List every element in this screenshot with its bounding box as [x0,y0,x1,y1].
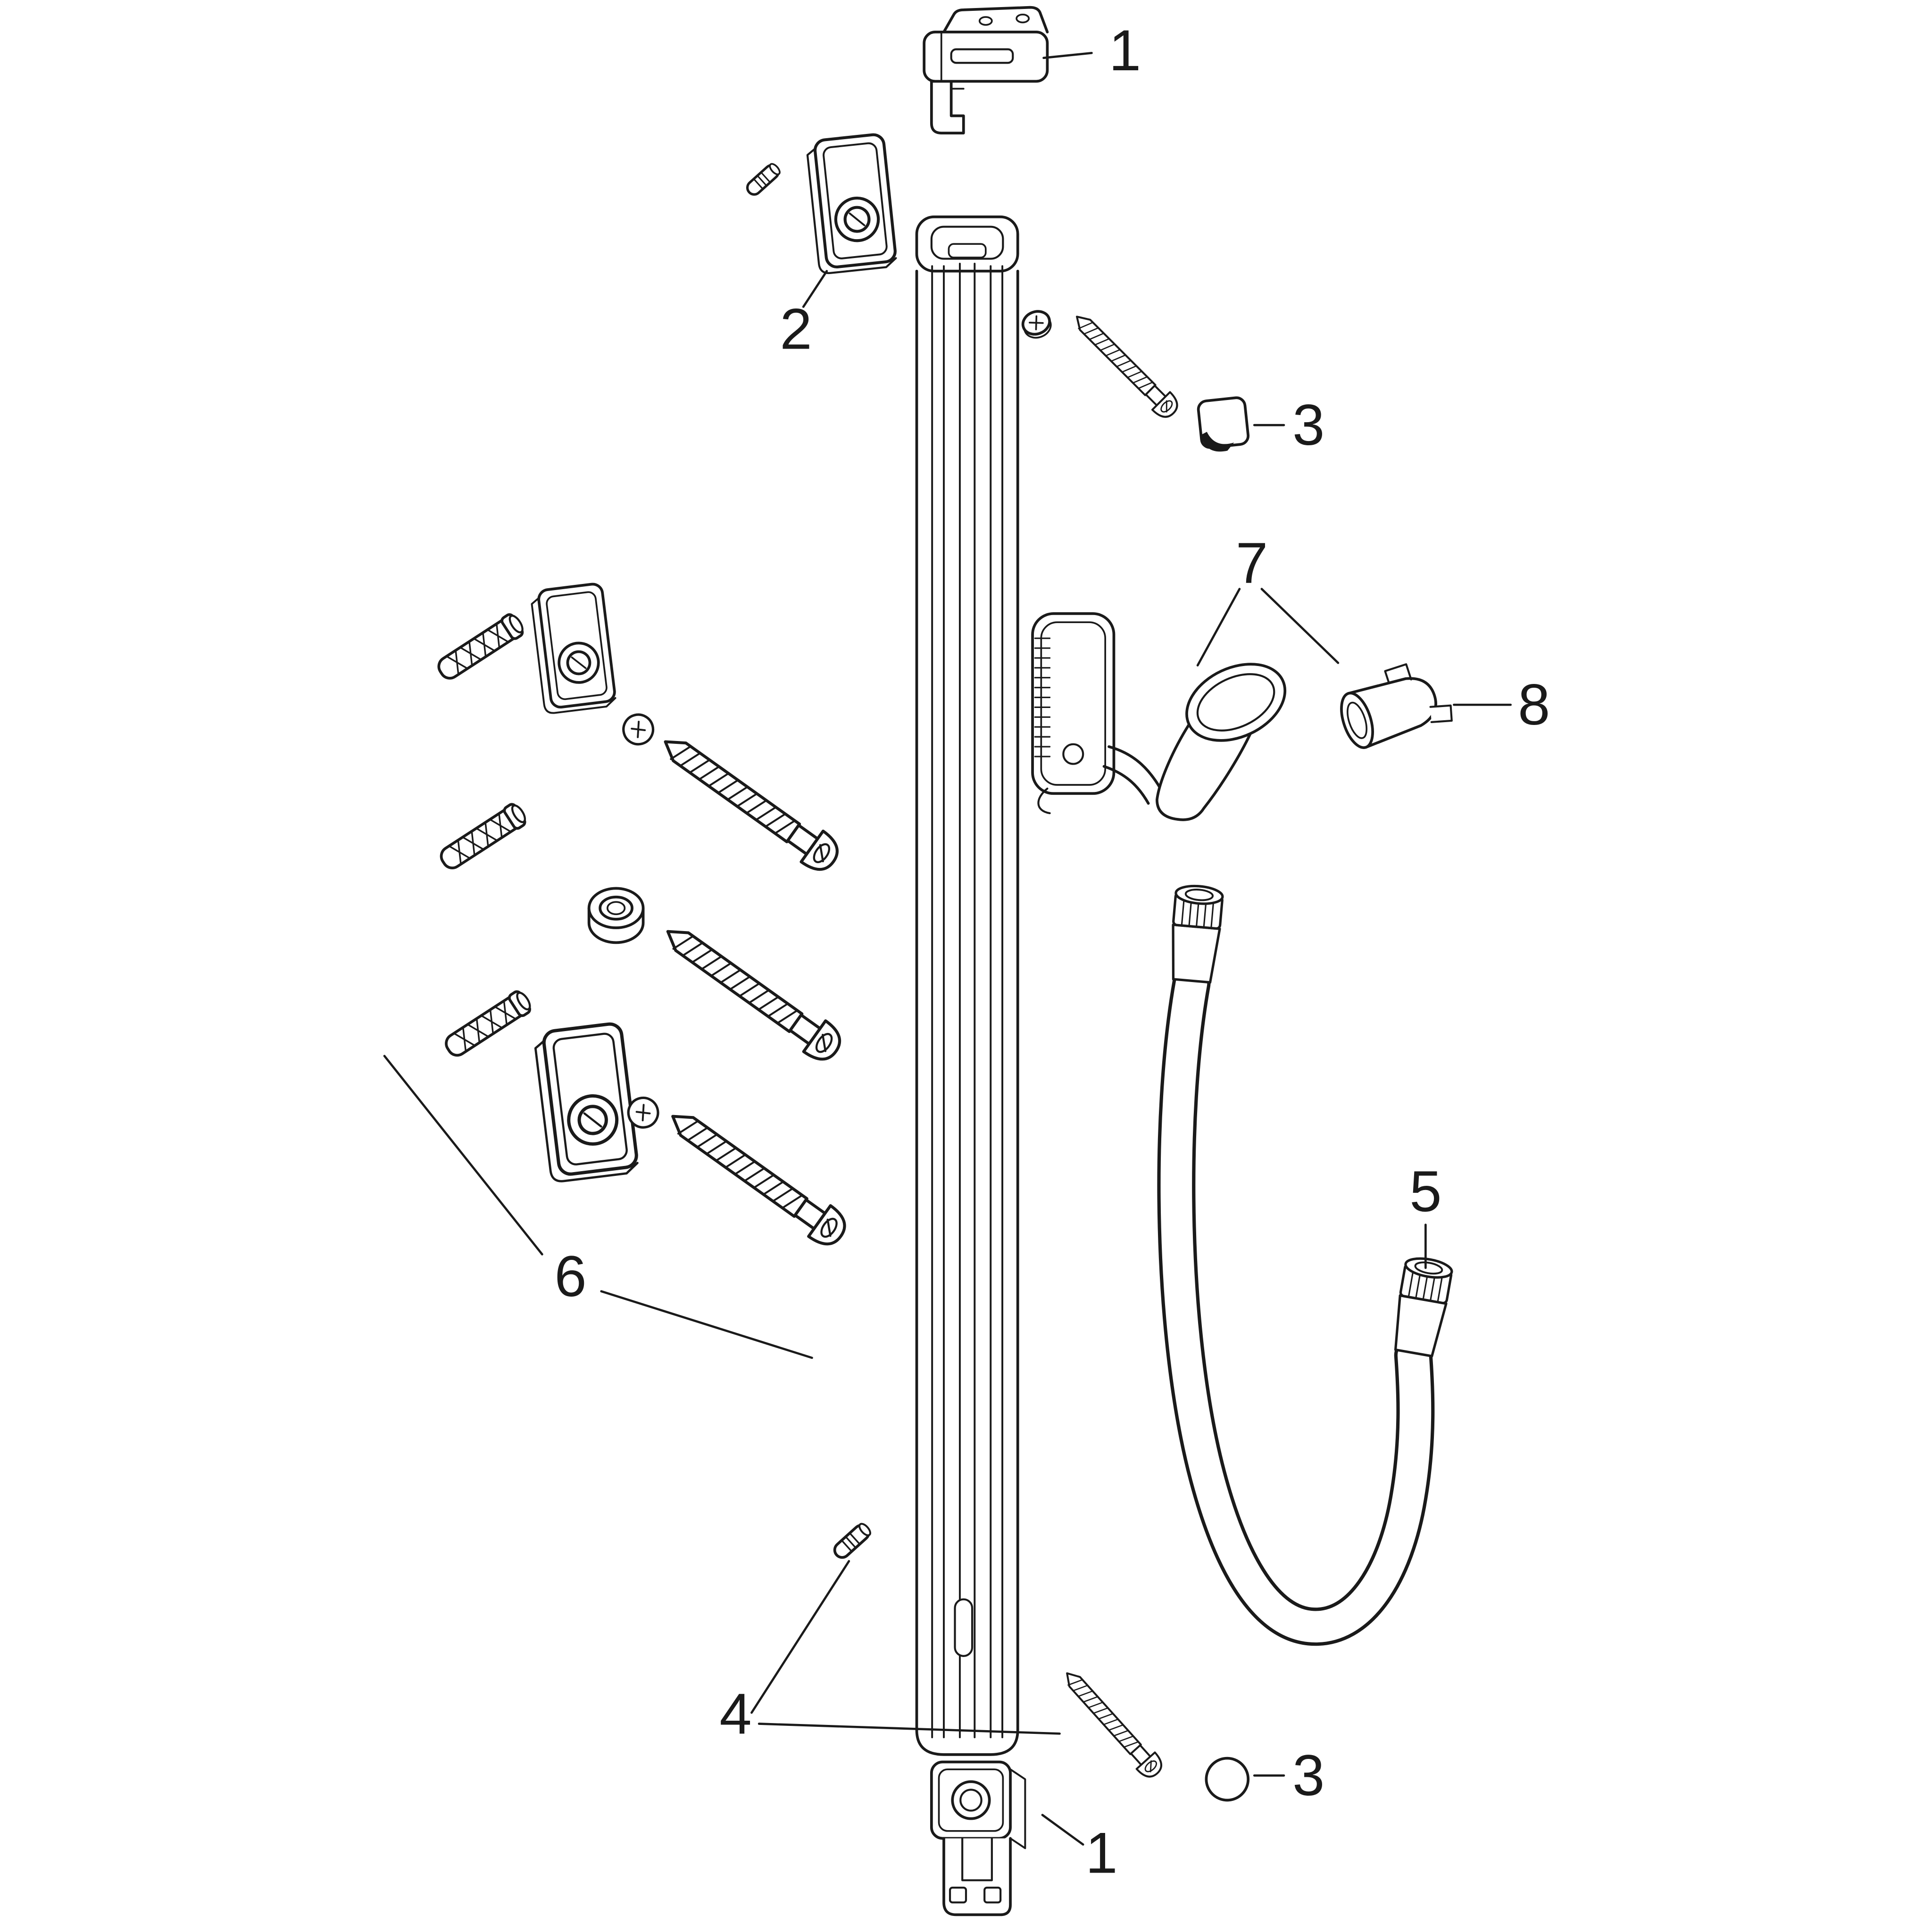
hose-fill [1160,967,1432,1643]
mounting-screw [657,916,847,1066]
handset-holder-cup [1156,663,1287,821]
part-label-7: 7 [1236,531,1268,596]
cap-screw [620,711,657,748]
slider-body [1031,612,1116,815]
wall-mount-plate [530,583,616,714]
part-label-5: 5 [1409,1159,1441,1224]
part-label-1-bottom: 1 [1085,1821,1117,1886]
slide-bar [915,215,1019,1756]
part-label-1-top: 1 [1109,18,1141,83]
holder-insert [1340,663,1453,749]
leader-7 [1196,588,1340,666]
leader-2 [802,270,828,308]
callout-lines [383,51,1512,1846]
part-label-3-bottom: 3 [1292,1743,1324,1808]
wall-plug [442,989,534,1060]
leader-1-top [1042,51,1093,59]
end-bracket-top [923,6,1049,134]
part-label-6: 6 [554,1244,586,1309]
round-cover-cap [1205,1757,1250,1802]
part-label-3-top: 3 [1292,393,1324,458]
hose-connector [1391,1256,1453,1357]
part-label-8: 8 [1518,673,1550,737]
hose-connector [1168,884,1223,983]
wall-mount-plate [533,1023,638,1183]
leader-6 [383,1055,813,1359]
slider-with-holder [1031,612,1287,821]
leader-4 [750,1560,1061,1735]
callout-labels: 1 2 3 7 8 6 5 4 3 1 [554,18,1550,1886]
wall-plug [437,801,529,873]
wall-mount-plate-top [806,133,897,274]
rail-slot [954,1598,974,1657]
leader-1-bottom [1041,1814,1084,1846]
dowel-pin-bottom [832,1522,872,1560]
fixing-material-set [434,583,852,1251]
spacer-nut [587,887,645,944]
shower-hose [1157,884,1453,1646]
end-bracket-bottom [930,1760,1026,1916]
part-label-4: 4 [719,1682,751,1746]
wall-plug [434,611,526,683]
square-cover-cap [1197,396,1250,452]
holder-arm [1102,745,1164,805]
dowel-pin-top [745,162,782,197]
fixing-screw-top [1068,308,1182,422]
mounting-screw [654,726,844,877]
fixing-screw-bottom [1058,1665,1166,1782]
part-label-2: 2 [780,297,812,361]
slot-nut [1021,310,1052,339]
mounting-screw [662,1101,852,1251]
